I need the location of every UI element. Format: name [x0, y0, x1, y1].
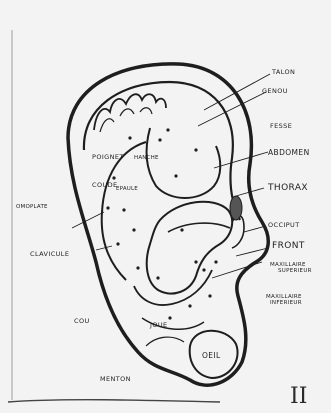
label-oeil: OEIL — [202, 352, 221, 360]
plate-number: II — [290, 386, 307, 408]
label-cou: COU — [74, 318, 90, 325]
bottom-border — [8, 400, 220, 402]
label-maxillaire-superieur-line2: SUPERIEUR — [270, 268, 312, 274]
label-coude: COUDE — [92, 182, 118, 189]
label-fesse: FESSE — [270, 123, 292, 130]
label-thorax: THORAX — [268, 184, 308, 193]
label-front: FRONT — [272, 242, 305, 251]
label-clavicule: CLAVICULE — [30, 251, 69, 258]
label-maxillaire-inferieur-line2: INFERIEUR — [266, 300, 302, 306]
antitragus — [134, 270, 212, 305]
label-occiput: OCCIPUT — [268, 222, 300, 229]
label-maxillaire-superieur: MAXILLAIRE SUPERIEUR — [270, 262, 312, 275]
label-genou: GENOU — [262, 88, 288, 95]
lobe-inner — [146, 337, 184, 346]
label-talon: TALON — [272, 69, 295, 76]
label-poignet: POIGNET — [92, 154, 124, 161]
thorax-spot — [230, 196, 242, 220]
helix-root — [168, 223, 230, 232]
label-menton: MENTON — [100, 376, 131, 383]
toes-wave-inner — [100, 108, 152, 132]
label-abdomen: ABDOMEN — [268, 149, 310, 157]
label-hanche: HANCHE — [134, 156, 159, 162]
label-maxillaire-inferieur: MAXILLAIRE INFERIEUR — [266, 294, 302, 307]
concha — [147, 202, 232, 294]
tragus — [232, 216, 244, 248]
label-epaule: EPAULE — [116, 187, 138, 193]
toes-wave — [94, 94, 166, 130]
antihelix — [147, 128, 221, 198]
label-joue: JOUE — [150, 322, 168, 329]
label-omoplate: OMOPLATE — [16, 205, 48, 211]
